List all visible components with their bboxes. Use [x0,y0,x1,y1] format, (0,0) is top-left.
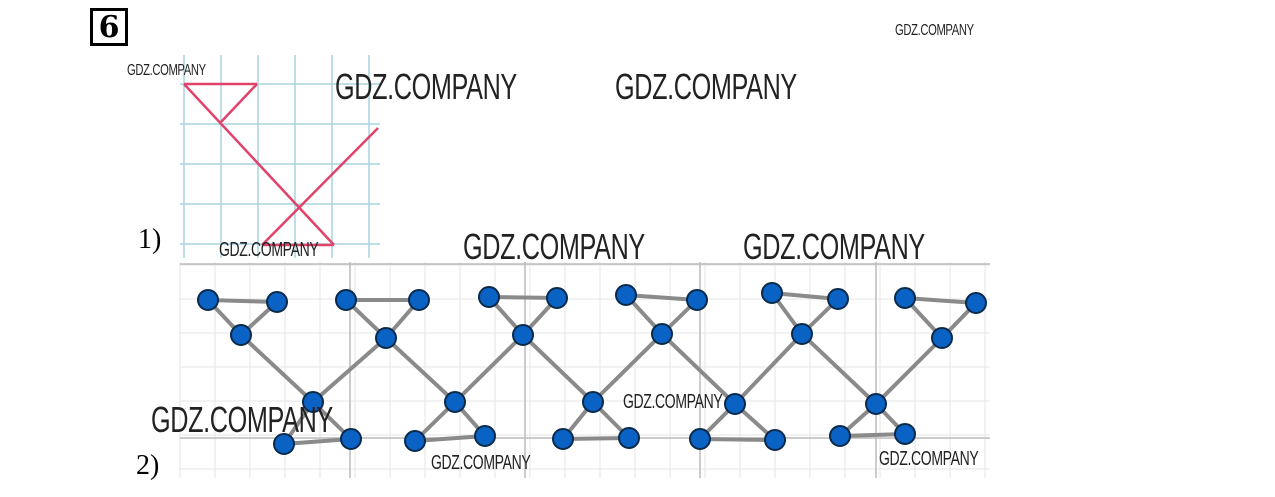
edge [283,437,352,446]
edge [521,333,595,404]
edge [699,437,776,442]
node [865,393,887,415]
node [689,428,711,450]
watermark: GDZ.COMPANY [623,391,723,413]
figure-1-pink-shape [183,82,379,247]
edge [904,296,977,305]
edge [771,291,839,301]
edge [660,332,737,406]
node [761,282,783,304]
node [931,327,953,349]
watermark: GDZ.COMPANY [127,62,206,79]
watermark: GDZ.COMPANY [615,66,797,107]
edge [591,332,664,404]
watermark: GDZ.COMPANY [879,448,979,470]
node [546,287,568,309]
node [512,324,534,346]
node [335,289,357,311]
node [965,292,987,314]
node [273,433,295,455]
node [375,327,397,349]
node [829,425,851,447]
node [764,429,786,451]
watermark: GDZ.COMPANY [219,239,319,261]
edge [384,336,457,404]
node [827,288,849,310]
edge [625,293,698,302]
node [615,284,637,306]
pink-segment [183,83,335,246]
node [266,291,288,313]
node [552,428,574,450]
edge [239,333,315,404]
part-1-label: 1) [138,224,162,255]
node [230,324,252,346]
node [894,287,916,309]
node [686,289,708,311]
watermark: GDZ.COMPANY [151,399,333,440]
node [408,289,430,311]
part-2-label: 2) [136,450,160,481]
edge [207,298,278,304]
node [444,391,466,413]
node [478,286,500,308]
node [724,393,746,415]
edge [453,333,525,404]
node [894,423,916,445]
edge [311,336,388,404]
node [197,289,219,311]
edge [800,332,878,406]
node [791,323,813,345]
watermark: GDZ.COMPANY [743,226,925,267]
edge [488,295,558,300]
watermark: GDZ.COMPANY [895,22,974,39]
watermark: GDZ.COMPANY [431,452,531,474]
edge [733,332,804,406]
edge [414,434,486,443]
watermark: GDZ.COMPANY [335,66,517,107]
node [474,425,496,447]
node [618,427,640,449]
node [582,391,604,413]
edge [562,436,630,441]
edge [874,336,944,406]
pink-segment [220,83,258,123]
node [340,428,362,450]
pink-segment [261,127,379,246]
figure-2-grid [179,262,990,478]
task-number: 6 [90,8,128,46]
node [302,391,324,413]
watermark: GDZ.COMPANY [463,226,645,267]
figure-2-nodes [197,282,987,455]
node [404,430,426,452]
node [651,323,673,345]
